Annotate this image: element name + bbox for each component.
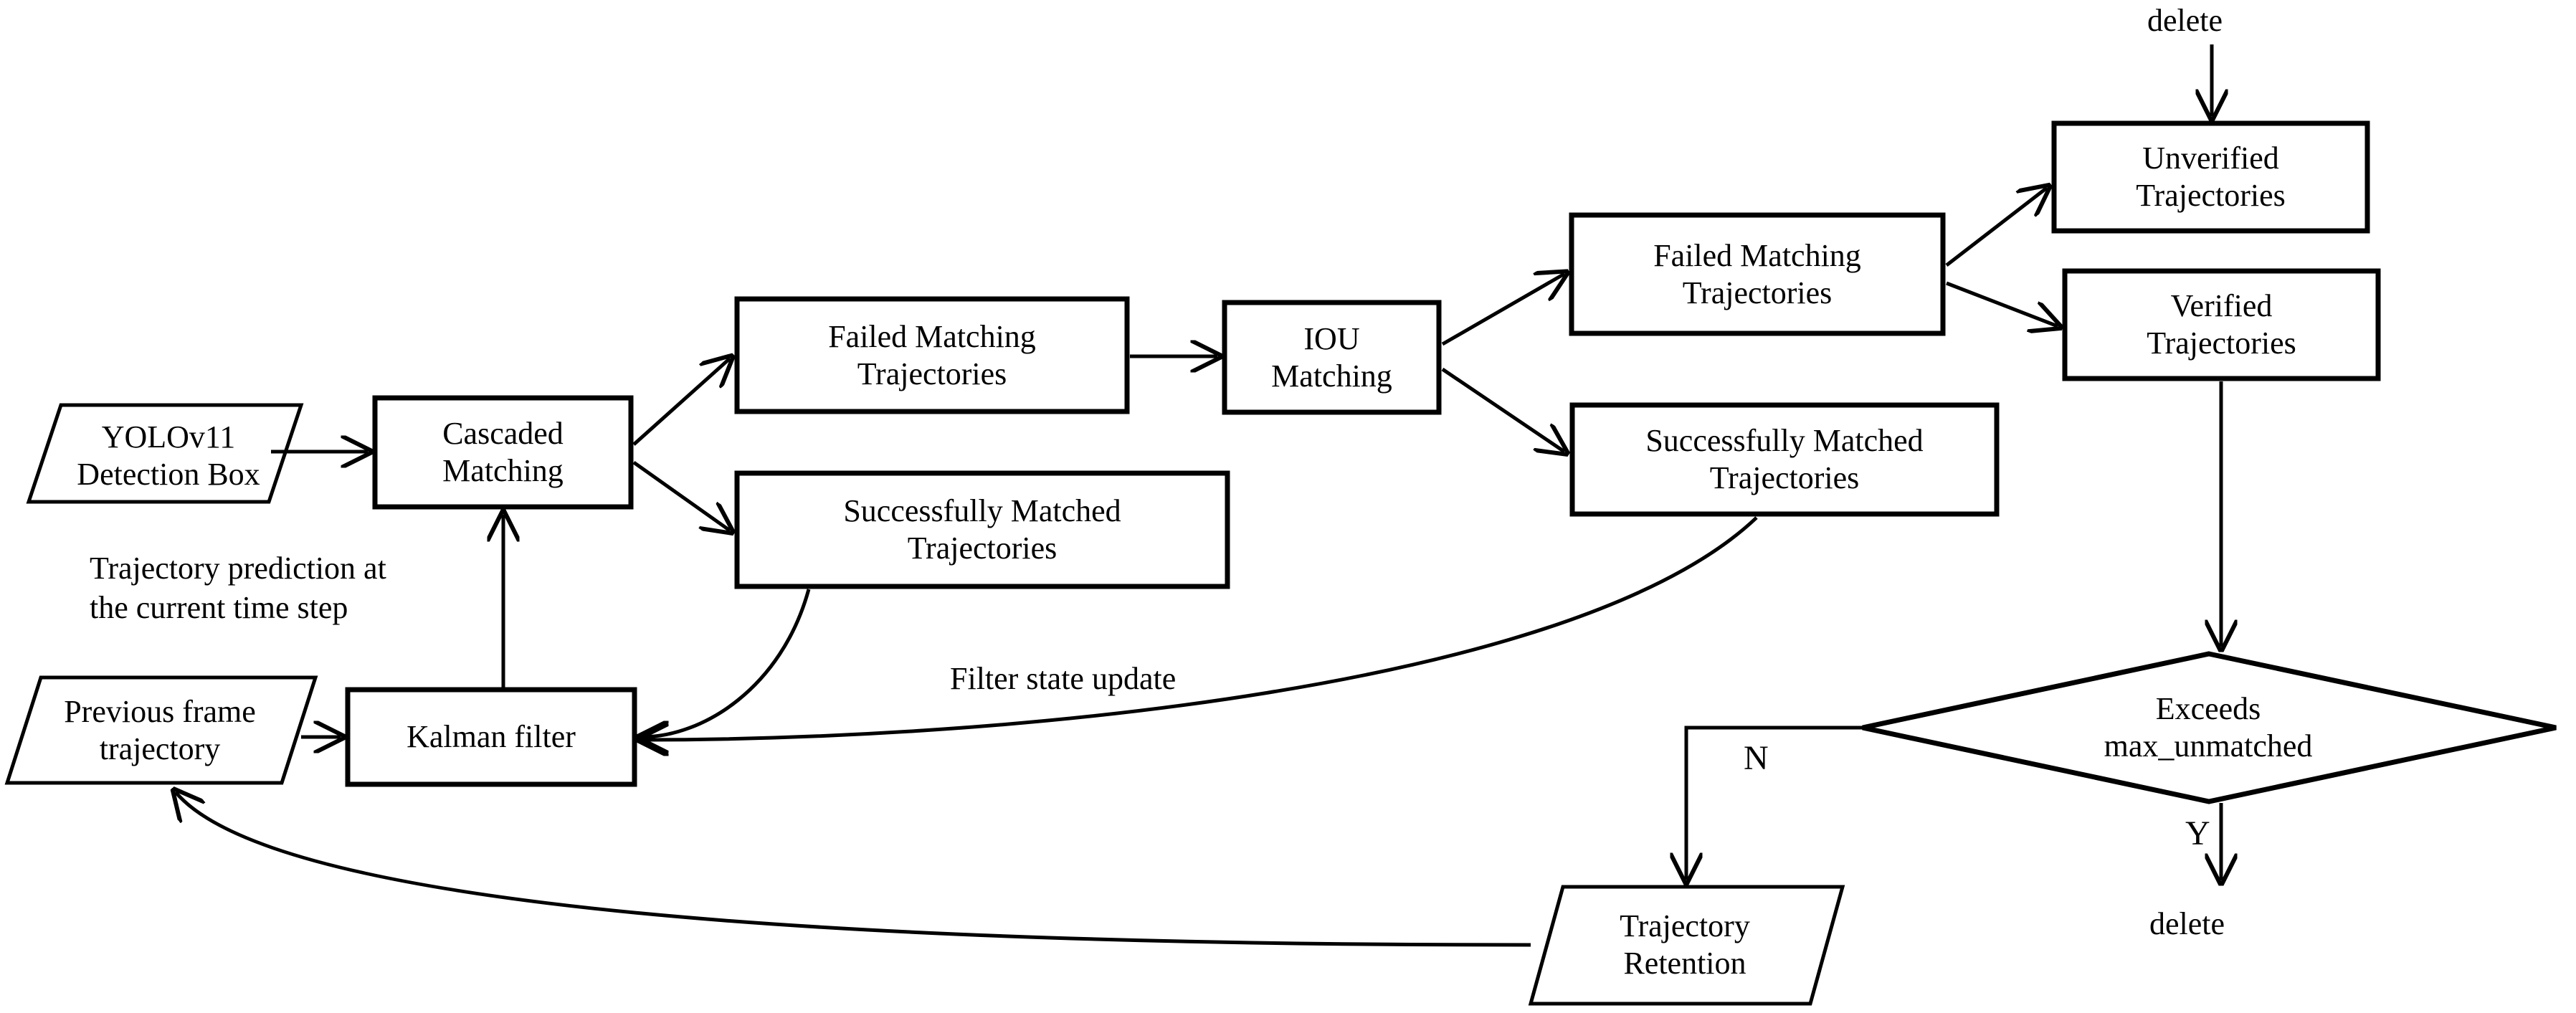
node-trajectory-retention[interactable] bbox=[1531, 887, 1843, 1004]
shape-unverified-trajectories bbox=[2051, 120, 2370, 234]
shape-iou-matching bbox=[1222, 300, 1442, 415]
edge-cascaded-to-success1 bbox=[632, 460, 730, 531]
node-unverified-trajectories[interactable] bbox=[2054, 123, 2367, 231]
label-delete-bottom: delete bbox=[2149, 906, 2225, 941]
node-verified-trajectories[interactable] bbox=[2065, 271, 2378, 379]
label-branch-yes: Y bbox=[2185, 814, 2210, 852]
shape-successfully-matched-2 bbox=[1569, 402, 2000, 517]
edge-success2-to-kalman bbox=[642, 516, 1758, 740]
node-yolo-detection[interactable] bbox=[29, 405, 301, 507]
traj-pred-line-1: Trajectory prediction at bbox=[90, 551, 386, 586]
label-branch-no: N bbox=[1744, 739, 1769, 777]
label-filter-state-update: Filter state update bbox=[950, 661, 1177, 696]
edge-iou-to-success2 bbox=[1441, 367, 1564, 452]
edge-success1-to-kalman bbox=[642, 589, 811, 737]
shape-yolo-detection bbox=[26, 403, 304, 504]
edge-iou-to-failed2 bbox=[1441, 274, 1564, 346]
shape-trajectory-retention bbox=[1528, 885, 1845, 1006]
node-exceeds-max-unmatched[interactable] bbox=[1863, 654, 2556, 802]
edge-failed2-to-unverified bbox=[1945, 188, 2047, 267]
shape-kalman-filter bbox=[345, 687, 637, 787]
shape-verified-trajectories bbox=[2062, 268, 2381, 381]
label-delete-top: delete bbox=[2147, 3, 2223, 38]
traj-pred-line-2: the current time step bbox=[90, 590, 348, 625]
shape-previous-frame-trajectory-box bbox=[4, 675, 318, 785]
node-failed-matching-2[interactable] bbox=[1572, 215, 1943, 333]
node-failed-matching-1[interactable] bbox=[737, 299, 1127, 412]
label-trajectory-prediction: Trajectory prediction at the current tim… bbox=[90, 548, 386, 627]
edge-cascaded-to-failed1 bbox=[632, 358, 730, 446]
shape-exceeds-max-unmatched bbox=[1862, 651, 2557, 804]
shape-cascaded-matching bbox=[372, 395, 634, 510]
shape-successfully-matched-1 bbox=[734, 470, 1230, 589]
node-iou-matching[interactable] bbox=[1225, 303, 1439, 412]
edge-retention-to-prevframe bbox=[176, 792, 1531, 947]
edge-diamond-no-to-retention bbox=[1686, 726, 1863, 880]
node-successfully-matched-2[interactable] bbox=[1572, 405, 1997, 514]
node-kalman-filter[interactable] bbox=[348, 690, 635, 784]
node-cascaded-matching[interactable] bbox=[375, 398, 631, 507]
edge-failed2-to-verified bbox=[1946, 281, 2058, 326]
node-previous-frame-trajectory[interactable] bbox=[7, 677, 315, 783]
node-successfully-matched-1[interactable] bbox=[737, 473, 1227, 586]
